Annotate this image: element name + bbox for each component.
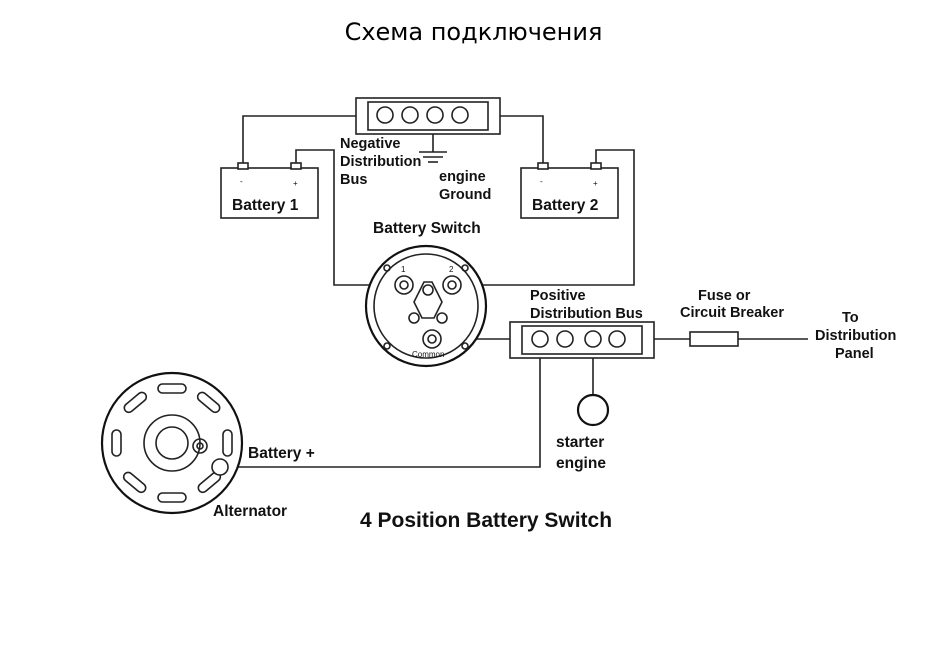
negative-distribution-bus: [355, 97, 501, 135]
battery-1-plus: +: [293, 179, 298, 188]
wire-battery1-positive: [295, 149, 404, 286]
battery-1-label: Battery 1: [232, 197, 299, 214]
to-panel-label: To Distribution Panel: [815, 310, 900, 362]
wire-battery2-positive: [452, 149, 635, 286]
battery-switch-label: Battery Switch: [373, 220, 481, 237]
ground-icon: [419, 151, 447, 163]
battery-switch[interactable]: 1 2 Common: [364, 244, 488, 368]
switch-common-label: Common: [412, 350, 444, 359]
wire-battery1-negative: [242, 115, 356, 168]
alternator: [100, 371, 244, 515]
fuse: [689, 331, 739, 347]
engine-ground-label: engine Ground: [439, 169, 491, 203]
wire-battery2-negative: [500, 115, 544, 168]
battery-2-plus: +: [593, 179, 598, 188]
positive-bus-label: Positive Distribution Bus: [530, 288, 643, 322]
fuse-label: Fuse or Circuit Breaker: [680, 288, 784, 321]
alternator-label: Alternator: [213, 503, 287, 520]
switch-terminal-1: 1: [401, 265, 406, 274]
battery-2-minus: -: [540, 177, 543, 186]
negative-bus-label: Negative Distribution Bus: [340, 136, 425, 188]
battery-2-label: Battery 2: [532, 197, 598, 214]
positive-distribution-bus: [509, 321, 655, 359]
battery-1: - + Battery 1: [220, 162, 319, 219]
battery-plus-label: Battery +: [248, 445, 315, 462]
battery-1-minus: -: [240, 177, 243, 186]
labels: Negative Distribution Bus engine Ground …: [213, 136, 900, 532]
page-title: Схема подключения: [344, 18, 603, 46]
battery-2: - + Battery 2: [520, 162, 619, 219]
starter-label: starter engine: [556, 434, 609, 472]
diagram-title: 4 Position Battery Switch: [360, 509, 612, 532]
wire-alternator: [220, 339, 541, 468]
switch-terminal-2: 2: [449, 265, 454, 274]
starter-motor: [576, 393, 610, 427]
